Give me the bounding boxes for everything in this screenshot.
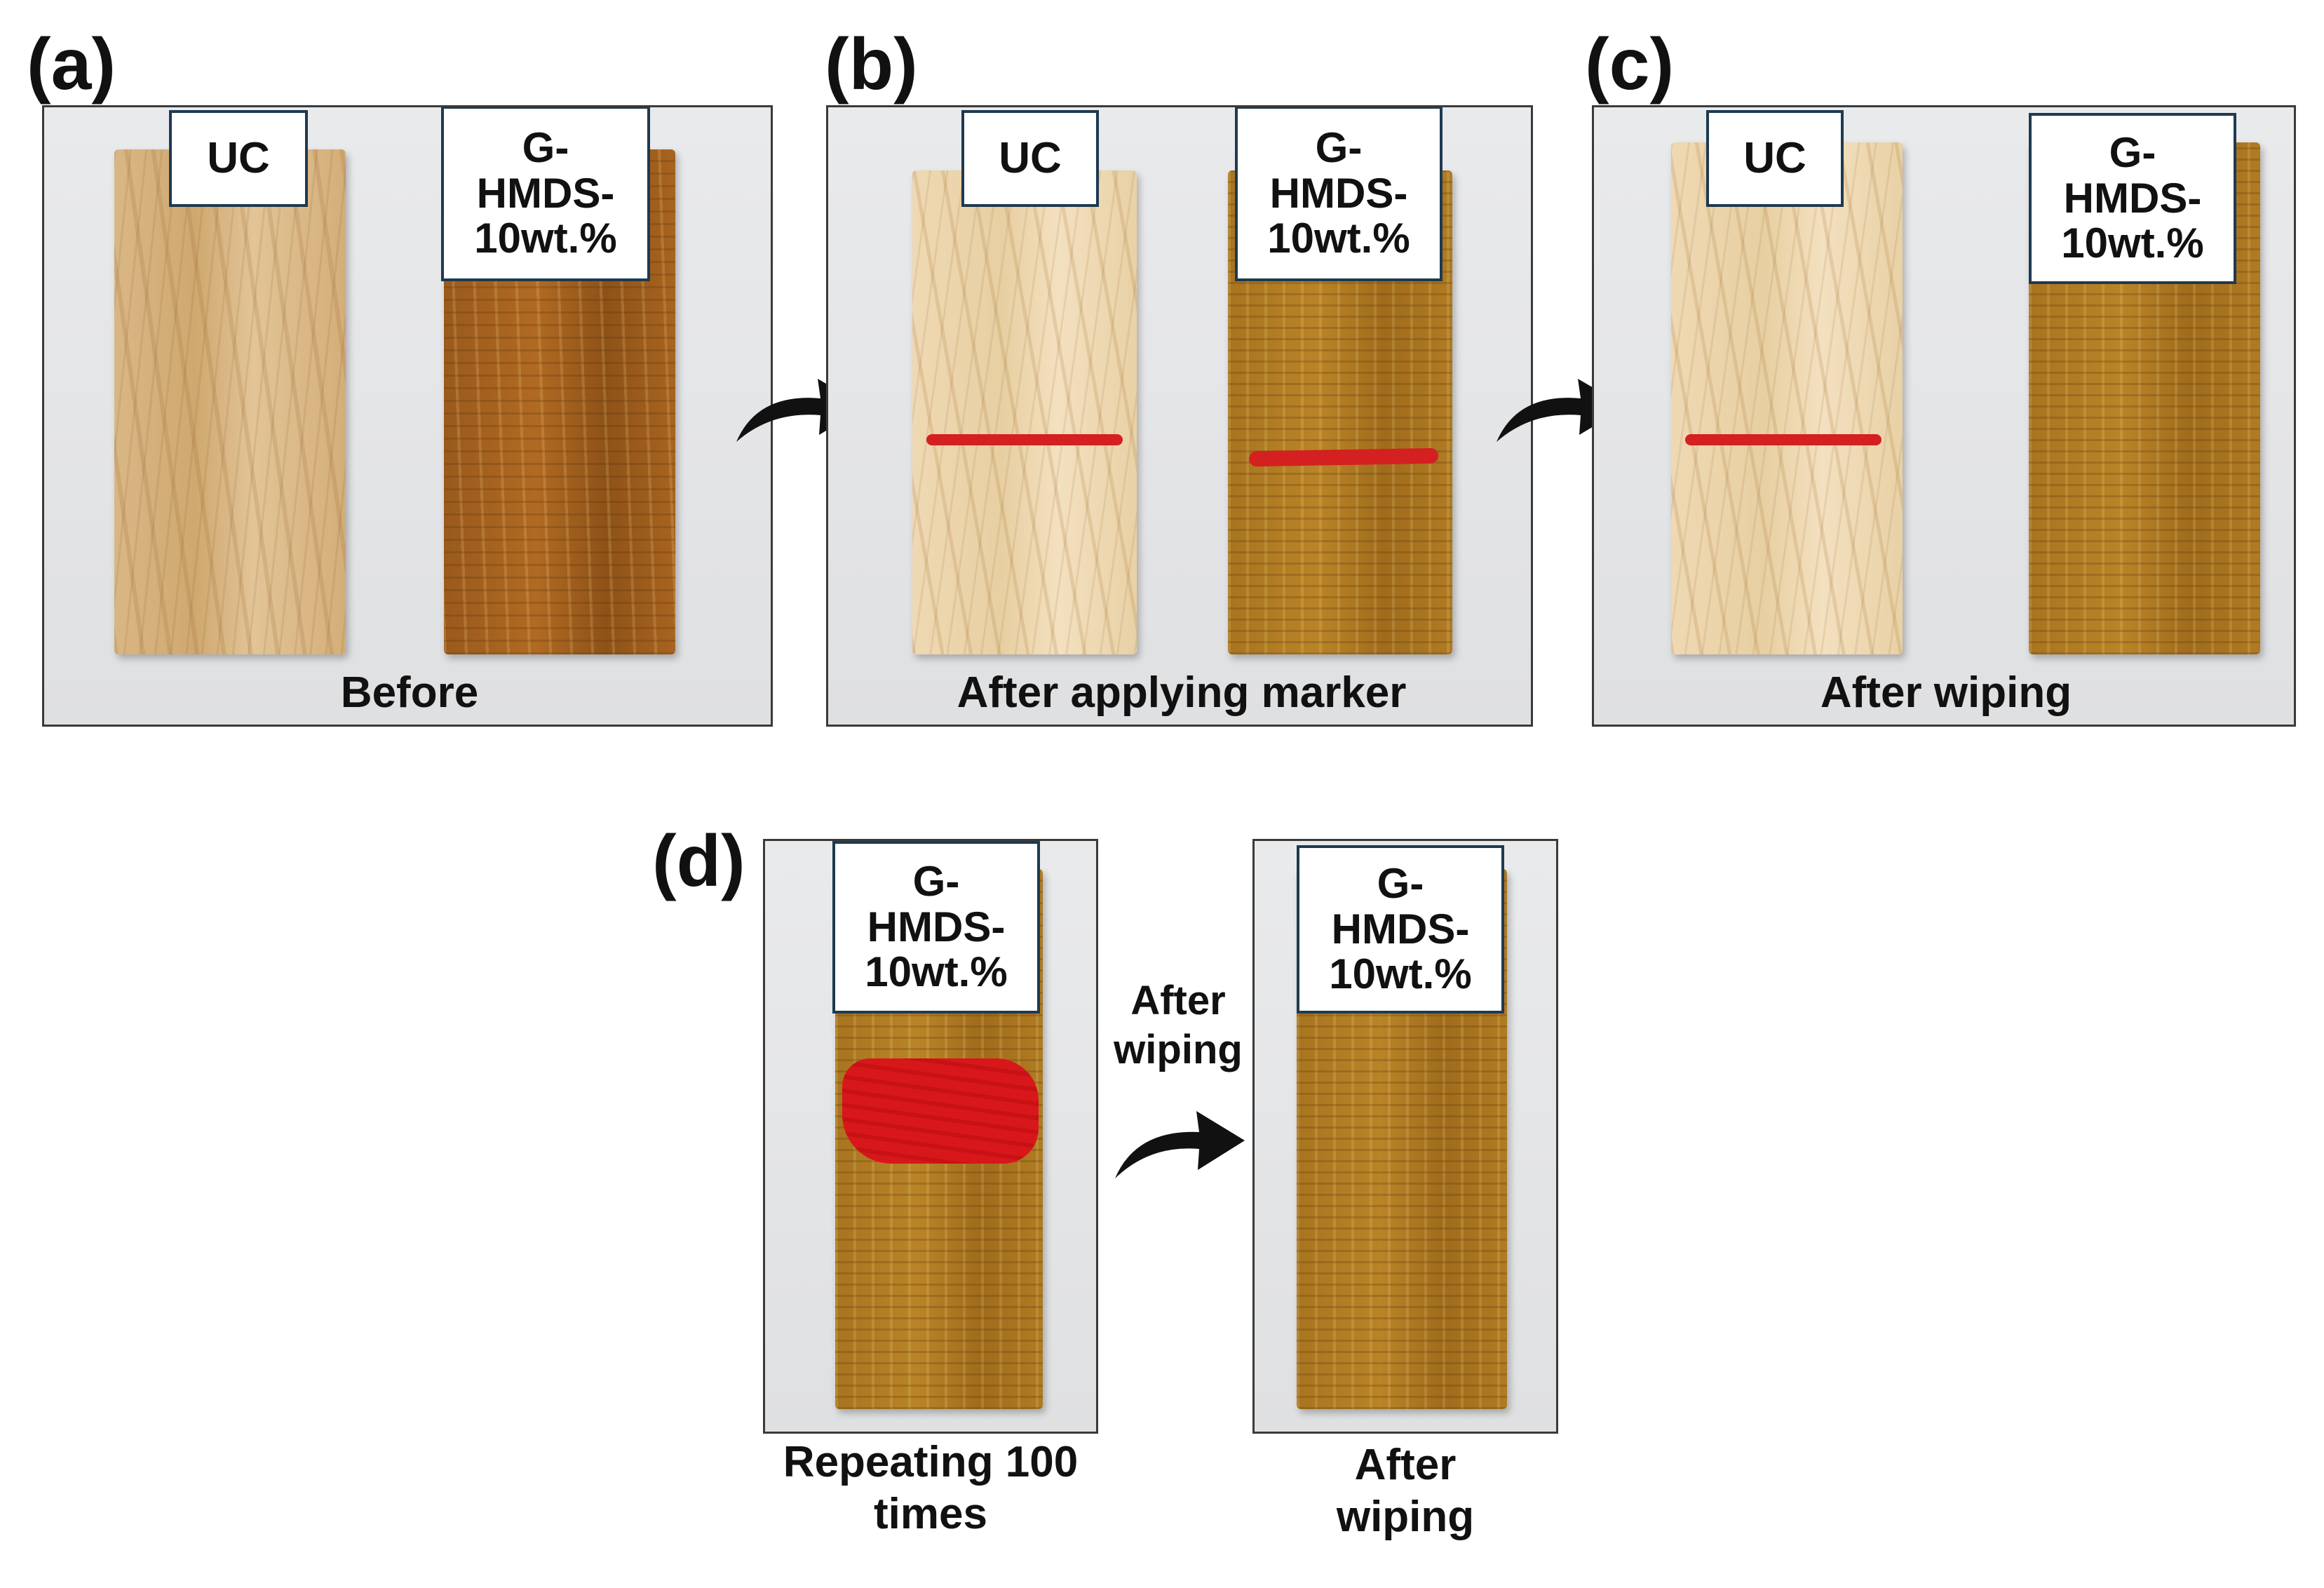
label-uc: UC xyxy=(961,110,1099,207)
panel-c-photo: UC G- HMDS- 10wt.% After wiping xyxy=(1592,105,2296,727)
label-uc: UC xyxy=(1706,110,1844,207)
label-g-hmds: G- HMDS- 10wt.% xyxy=(441,107,650,281)
label-uc: UC xyxy=(169,110,308,207)
caption-repeating-100-times: Repeating 100 times xyxy=(783,1438,1079,1539)
caption-after-applying-marker: After applying marker xyxy=(957,668,1407,717)
marker-line-coated xyxy=(1248,448,1439,467)
curved-arrow-icon xyxy=(1115,1111,1245,1178)
uc-wood-sample xyxy=(114,149,346,654)
marker-line-uc xyxy=(926,434,1123,445)
panel-b-photo: UC G- HMDS- 10wt.% After applying marker xyxy=(826,105,1533,727)
panel-letter-d: (d) xyxy=(652,821,745,902)
panel-letter-b: (b) xyxy=(825,24,918,105)
caption-before: Before xyxy=(340,668,479,717)
panel-d-right-photo: G- HMDS- 10wt.% xyxy=(1252,839,1558,1434)
label-g-hmds: G- HMDS- 10wt.% xyxy=(1297,845,1504,1014)
marker-smear xyxy=(842,1058,1039,1164)
label-g-hmds: G- HMDS- 10wt.% xyxy=(2029,113,2236,284)
uc-wood-sample xyxy=(912,170,1137,654)
label-g-hmds: G- HMDS- 10wt.% xyxy=(832,841,1040,1014)
panel-a-photo: UC G- HMDS- 10wt.% Before xyxy=(42,105,773,727)
caption-after-wiping: After wiping xyxy=(1336,1441,1475,1542)
label-g-hmds: G- HMDS- 10wt.% xyxy=(1235,107,1443,281)
panel-d-left-photo: G- HMDS- 10wt.% xyxy=(763,839,1098,1434)
arrow-label-after-wiping: After wiping xyxy=(1114,978,1243,1072)
panel-letter-c: (c) xyxy=(1585,24,1675,105)
marker-line-uc xyxy=(1685,434,1882,445)
caption-after-wiping: After wiping xyxy=(1820,668,2072,717)
uc-wood-sample xyxy=(1671,142,1903,654)
panel-letter-a: (a) xyxy=(27,24,116,105)
